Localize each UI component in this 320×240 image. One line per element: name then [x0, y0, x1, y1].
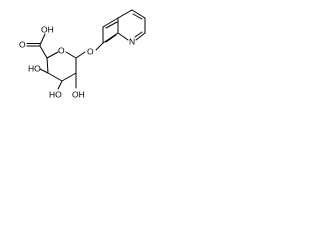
glycosidic-oxygen-label: O [87, 46, 94, 56]
bond-c7-c6 [102, 17, 119, 28]
quinoline-nitrogen-label: N [129, 36, 135, 46]
quinoline-ring [102, 9, 146, 44]
bond-c8-c8a-inner [105, 34, 117, 43]
bond-c5-o-ring [46, 51, 59, 59]
bond-c2-n1 [135, 32, 146, 41]
ring-oxygen-label: O [58, 45, 65, 55]
substituent-bonds [39, 42, 104, 90]
chemical-structure: O OH O O HO HO OH N [19, 9, 146, 99]
bond-glycosidic-o-c8 [95, 42, 104, 51]
hydroxyl-c3-label: HO [49, 89, 62, 99]
bond-n1-c8a [117, 32, 129, 41]
pyranose-ring [46, 51, 77, 82]
bond-c6-oh [39, 33, 46, 46]
bond-c4a-c4 [117, 9, 133, 19]
bond-c2-c3 [61, 72, 77, 82]
bond-c4-c3 [131, 9, 146, 19]
hydroxyl-c2-label: OH [72, 89, 85, 99]
bond-o-ring-c1 [65, 51, 77, 59]
atom-labels: O OH O O HO HO OH N [19, 24, 135, 99]
bond-c8-c8a [102, 32, 119, 44]
hydroxyl-c4-label: HO [28, 63, 41, 73]
bond-c2-n1-inner [134, 31, 143, 38]
bond-c3-oh [57, 80, 63, 90]
bond-c4-c3-inner [132, 13, 143, 20]
bond-c4-oh [39, 68, 49, 74]
bond-c5-c6 [39, 45, 48, 59]
bond-c1-glycosidic-o [75, 51, 86, 59]
carboxyl-oxygen-label: O [19, 39, 26, 49]
bond-c7-c6-inner [105, 21, 118, 29]
bond-c3-c4 [47, 72, 63, 82]
carboxyl-group [26, 33, 48, 59]
carboxyl-hydroxyl-label: OH [41, 24, 54, 34]
bond-c4-c5 [46, 57, 49, 74]
